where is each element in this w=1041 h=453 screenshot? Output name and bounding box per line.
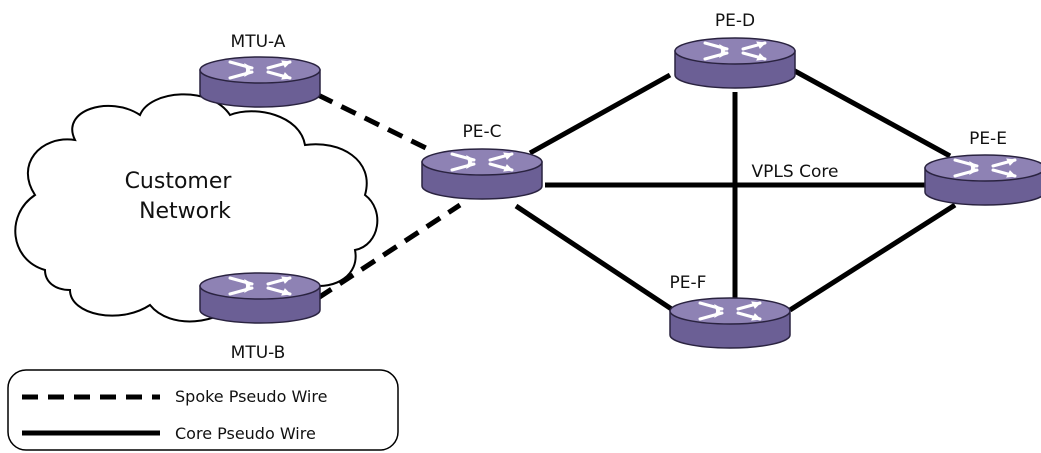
router-icon (198, 271, 322, 325)
spoke-link-mtu-b-pe-c (316, 202, 462, 301)
core-link-pe-c-pe-f (514, 203, 678, 315)
node-label-mtu-b: MTU-B (231, 343, 286, 363)
router-icon (673, 36, 797, 90)
core-label-bg (740, 159, 850, 181)
legend-core-label: Core Pseudo Wire (175, 424, 316, 443)
router-mtu-b: MTU-B (198, 271, 322, 363)
core-link-pe-c-pe-d (528, 72, 672, 156)
router-mtu-a: MTU-A (198, 32, 322, 109)
legend-spoke-label: Spoke Pseudo Wire (175, 387, 327, 406)
node-label-pe-d: PE-D (715, 11, 755, 31)
spoke-link-mtu-a-pe-c (316, 92, 432, 153)
router-pe-c: PE-C (420, 122, 544, 201)
router-pe-e: PE-E (923, 129, 1041, 207)
spoke-links (316, 92, 462, 301)
router-icon (668, 296, 792, 350)
router-pe-f: PE-F (668, 273, 792, 350)
router-pe-d: PE-D (673, 11, 797, 90)
core-link-pe-d-pe-e (791, 67, 952, 159)
node-label-pe-f: PE-F (670, 273, 707, 293)
router-icon (923, 153, 1041, 207)
node-label-pe-c: PE-C (463, 122, 502, 142)
node-label-pe-e: PE-E (969, 129, 1007, 149)
node-label-mtu-a: MTU-A (231, 32, 286, 52)
core-label: VPLS Core (752, 162, 839, 182)
router-icon (420, 147, 544, 201)
customer-network-cloud (14, 93, 379, 323)
cloud-label-line2: Network (139, 199, 231, 224)
legend: Spoke Pseudo Wire Core Pseudo Wire (7, 369, 399, 451)
cloud-label-line1: Customer (125, 169, 233, 194)
core-link-pe-e-pe-f (788, 202, 957, 313)
legend-box (7, 369, 399, 451)
core-links (514, 67, 957, 315)
router-icon (198, 55, 322, 109)
